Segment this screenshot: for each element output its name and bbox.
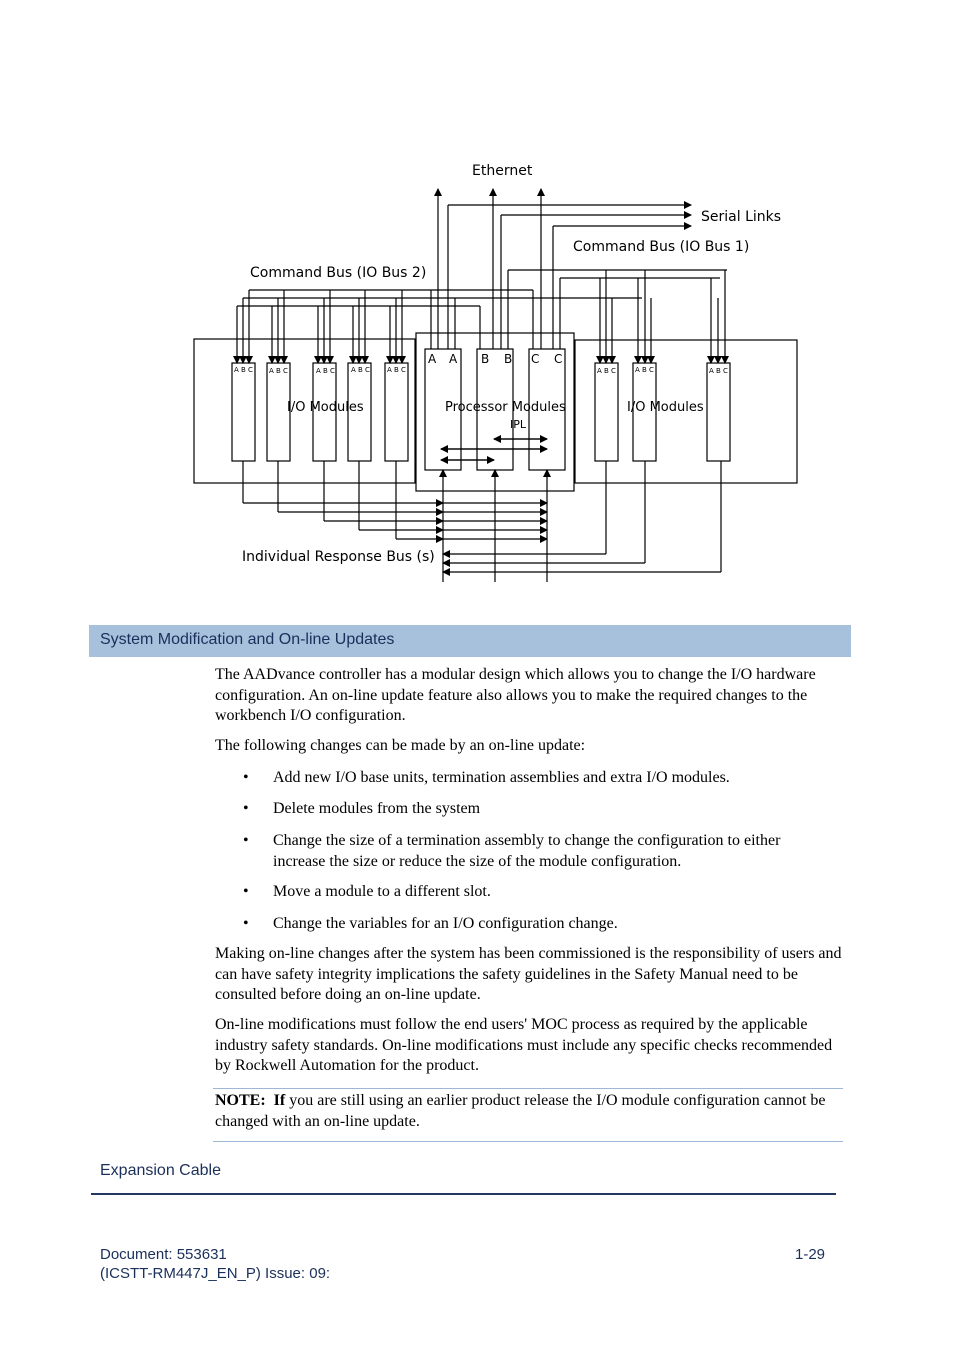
note-top-rule: [213, 1088, 843, 1089]
proc-slot-label: B: [504, 352, 512, 366]
ethernet-label: Ethernet: [472, 163, 533, 179]
right-io-chassis: [574, 339, 798, 484]
paragraph-changes-lead: The following changes can be made by an …: [215, 737, 586, 754]
proc-slot-label: C: [554, 352, 562, 366]
paragraph-moc: On-line modifications must follow the en…: [215, 1016, 833, 1074]
io-modules-right-label: I/O Modules: [627, 400, 704, 415]
paragraph-responsibility: Making on-line changes after the system …: [215, 945, 842, 1003]
list-item-text: Change the variables for an I/O configur…: [273, 915, 618, 932]
abc-label: A B C: [597, 367, 616, 375]
bullet-symbol: •: [243, 769, 249, 786]
proc-slot-label: A: [449, 352, 458, 366]
list-item-text: Add new I/O base units, termination asse…: [273, 769, 730, 786]
command-bus-2-label: Command Bus (IO Bus 2): [250, 265, 426, 281]
list-item-text: Delete modules from the system: [273, 800, 481, 817]
bullet-symbol: •: [243, 800, 249, 817]
bullet-symbol: •: [243, 915, 249, 932]
abc-label: A B C: [387, 366, 406, 374]
abc-label: A B C: [234, 366, 253, 374]
body-content: The AADvance controller has a modular de…: [215, 665, 845, 1145]
footer-issue: (ICSTT-RM447J_EN_P) Issue: 09:: [100, 1265, 331, 1282]
command-bus-1-label: Command Bus (IO Bus 1): [573, 239, 749, 255]
proc-slot-label: A: [428, 352, 437, 366]
note-box: NOTE: If you are still using an earlier …: [215, 1091, 845, 1135]
note-text: NOTE: If you are still using an earlier …: [215, 1091, 845, 1132]
left-io-chassis: [193, 338, 416, 484]
subsection-rule: [91, 1193, 836, 1195]
io-module: [594, 362, 619, 462]
list-item-text: Move a module to a different slot.: [273, 883, 491, 900]
note-body: you are still using an earlier product r…: [215, 1092, 826, 1130]
abc-label: A B C: [351, 366, 370, 374]
note-label: NOTE:: [215, 1092, 266, 1109]
io-module: [384, 362, 409, 462]
proc-slot-label: B: [481, 352, 489, 366]
io-module: [706, 362, 731, 462]
processor-modules-label: Processor Modules: [445, 400, 566, 415]
abc-label: A B C: [635, 366, 654, 374]
abc-label: A B C: [316, 367, 335, 375]
bullet-symbol: •: [243, 883, 249, 900]
list-item-text: Change the size of a termination assembl…: [273, 832, 781, 870]
ipl-label: IPL: [510, 418, 527, 431]
serial-links-label: Serial Links: [701, 209, 781, 225]
io-modules-left-label: I/O Modules: [287, 400, 364, 415]
note-if: If: [273, 1092, 286, 1109]
system-architecture-diagram: Ethernet Serial Links Command Bus (IO Bu…: [193, 163, 798, 582]
section-title: System Modification and On-line Updates: [100, 631, 395, 648]
paragraph-intro: The AADvance controller has a modular de…: [215, 666, 816, 724]
section-header-bar: System Modification and On-line Updates: [89, 625, 851, 657]
footer-page-number: 1-29: [795, 1246, 826, 1263]
response-bus-label: Individual Response Bus (s): [242, 549, 435, 565]
abc-label: A B C: [269, 367, 288, 375]
subsection-title: Expansion Cable: [100, 1162, 221, 1179]
footer-document: Document: 553631: [100, 1246, 227, 1263]
bullet-symbol: •: [243, 832, 249, 849]
abc-label: A B C: [709, 367, 728, 375]
note-bottom-rule: [213, 1141, 843, 1142]
proc-slot-label: C: [531, 352, 539, 366]
io-module: [231, 362, 256, 462]
